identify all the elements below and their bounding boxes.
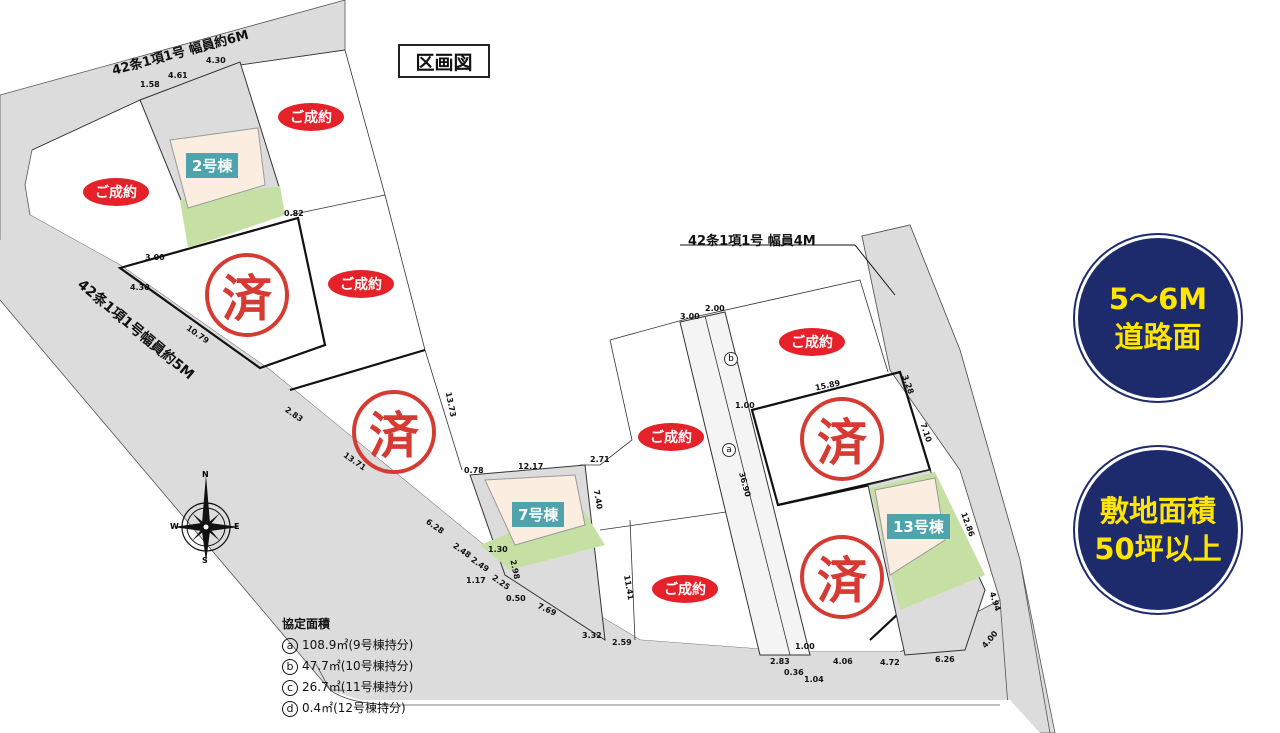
dimension: 2.83 <box>770 657 790 666</box>
done-stamp: 済 <box>800 397 884 481</box>
road-label-right: 42条1項1号 幅員4M <box>688 234 816 249</box>
house-tag-13: 13号棟 <box>887 514 950 539</box>
dimension: 3.00 <box>145 253 165 262</box>
compass-w: W <box>170 522 179 531</box>
dimension: 4.06 <box>833 657 853 666</box>
house-tag-2: 2号棟 <box>186 153 239 178</box>
dimension: 4.61 <box>168 71 188 80</box>
legend-item: d 0.4㎡(12号棟持分) <box>282 698 413 719</box>
dimension: 1.00 <box>735 401 755 410</box>
lot-area-badge: 敷地面積 50坪以上 <box>1078 450 1238 610</box>
lot-mark-b: b <box>724 352 738 366</box>
dimension: 2.71 <box>590 455 610 464</box>
done-stamp: 済 <box>800 535 884 619</box>
dimension: 1.30 <box>488 545 508 554</box>
dimension: 2.59 <box>612 638 632 647</box>
dimension: 1.00 <box>795 642 815 651</box>
legend-heading: 協定面積 <box>282 617 331 631</box>
lot-mark-a: a <box>722 443 736 457</box>
legend-mark: b <box>282 658 298 675</box>
legend-mark: c <box>282 679 298 696</box>
done-stamp: 済 <box>352 390 436 474</box>
sold-badge: ご成約 <box>652 575 718 603</box>
agreement-area-legend: 協定面積 a 108.9㎡(9号棟持分) b 47.7㎡(10号棟持分) c 26.7… <box>282 614 413 719</box>
legend-item: c 26.7㎡(11号棟持分) <box>282 677 413 698</box>
legend-item: a 108.9㎡(9号棟持分) <box>282 635 413 656</box>
compass-e: E <box>234 522 240 531</box>
badge-line: 敷地面積 <box>1099 494 1216 528</box>
dimension: 6.26 <box>935 655 955 664</box>
legend-item: b 47.7㎡(10号棟持分) <box>282 656 413 677</box>
legend-text: 26.7㎡(11号棟持分) <box>302 680 414 694</box>
legend-text: 0.4㎡(12号棟持分) <box>302 701 406 715</box>
page-title: 区画図 <box>398 44 490 78</box>
dimension: 4.72 <box>880 658 900 667</box>
done-stamp: 済 <box>205 253 289 337</box>
road-right <box>861 224 1051 733</box>
dimension: 0.36 <box>784 668 804 677</box>
shared-driveway <box>679 311 811 656</box>
sold-badge: ご成約 <box>638 423 704 451</box>
dimension: 0.82 <box>284 209 304 218</box>
dimension: 3.32 <box>582 631 602 640</box>
dimension: 1.04 <box>804 675 824 684</box>
dimension: 1.58 <box>140 80 160 89</box>
compass-s: S <box>202 556 208 565</box>
dimension: 3.00 <box>680 312 700 321</box>
dimension: 0.78 <box>464 466 484 475</box>
badge-line: 50坪以上 <box>1094 532 1222 566</box>
compass-n: N <box>202 470 209 479</box>
road-diagonal <box>0 215 1030 700</box>
road-width-badge: 5〜6M 道路面 <box>1078 238 1238 398</box>
dimension: 4.30 <box>130 283 150 292</box>
sold-badge: ご成約 <box>83 178 149 206</box>
dimension: 4.30 <box>206 56 226 65</box>
sold-badge: ご成約 <box>278 103 344 131</box>
dimension: 2.00 <box>705 304 725 313</box>
legend-text: 47.7㎡(10号棟持分) <box>302 659 414 673</box>
legend-mark: d <box>282 700 298 717</box>
badge-line: 5〜6M <box>1108 282 1208 316</box>
sold-badge: ご成約 <box>328 270 394 298</box>
dimension: 0.50 <box>506 594 526 603</box>
legend-mark: a <box>282 637 298 654</box>
sold-badge: ご成約 <box>779 328 845 356</box>
dimension: 12.17 <box>518 462 544 471</box>
dimension: 1.17 <box>466 576 486 585</box>
house-tag-7: 7号棟 <box>512 502 565 527</box>
legend-text: 108.9㎡(9号棟持分) <box>302 638 414 652</box>
badge-line: 道路面 <box>1114 320 1202 354</box>
compass-icon <box>173 475 239 562</box>
